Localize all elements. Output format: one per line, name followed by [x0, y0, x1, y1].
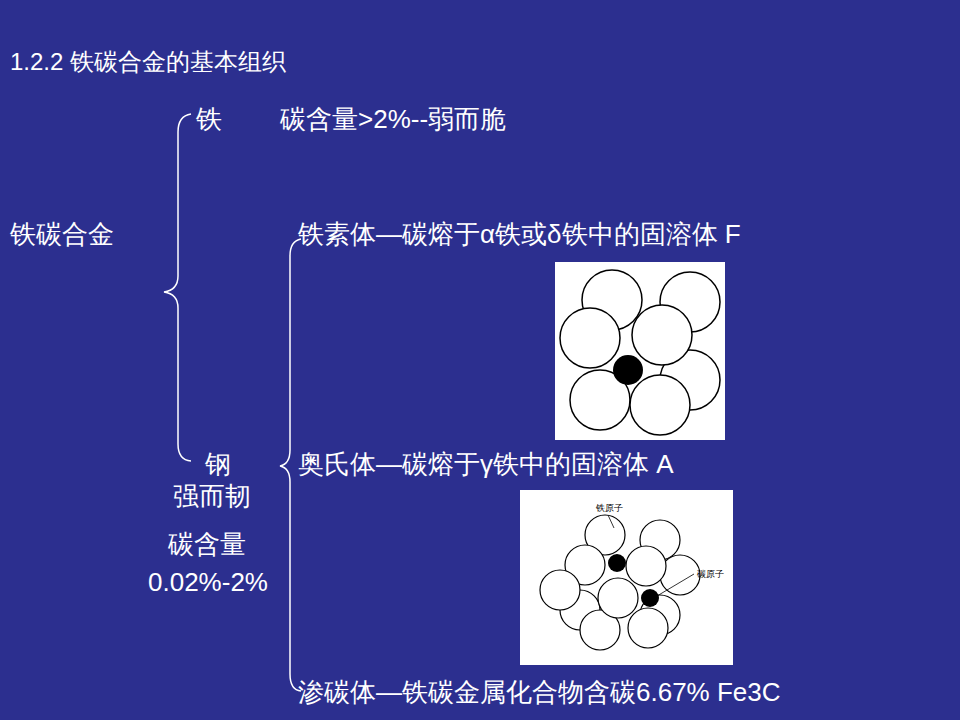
text-label: 渗碳体—铁碳金属化合物含碳6.67% Fe3C	[298, 678, 781, 708]
austenite-lattice	[520, 490, 733, 665]
ferrite-lattice	[555, 262, 725, 440]
slide-title: 1.2.2 铁碳合金的基本组织	[10, 48, 286, 76]
text-label: 碳含量>2%--弱而脆	[280, 105, 506, 135]
brace	[164, 114, 191, 461]
text-label: 铁	[196, 105, 222, 135]
text-label: 铁素体—碳熔于α铁或δ铁中的固溶体 F	[298, 220, 741, 250]
atom-label: 铁原子	[596, 503, 623, 513]
text-label: 碳含量	[168, 530, 246, 560]
text-label: 铁碳合金	[10, 220, 114, 250]
text-label: 强而韧	[173, 482, 251, 512]
text-label: 0.02%-2%	[148, 568, 268, 598]
text-label: 奥氏体—碳熔于γ铁中的固溶体 A	[298, 450, 674, 480]
atom-label: 碳原子	[697, 569, 724, 579]
text-label: 钢	[205, 450, 231, 480]
brace	[280, 239, 301, 691]
